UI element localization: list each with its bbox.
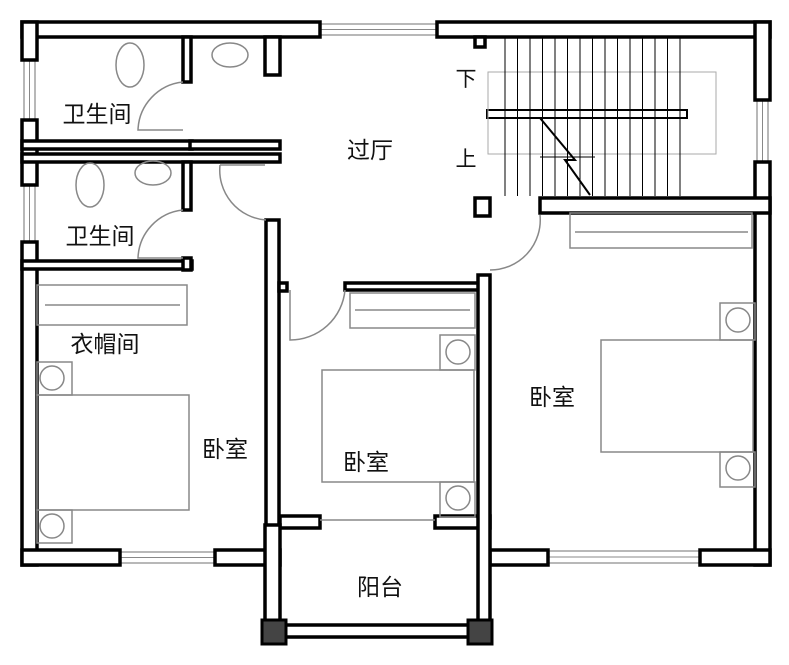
room-label-balcony: 阳台 — [357, 575, 403, 601]
bed-left — [36, 394, 190, 511]
room-label-closet: 衣帽间 — [70, 332, 140, 358]
stair-up-label: 上 — [455, 147, 477, 171]
staircase — [486, 37, 717, 196]
furniture — [36, 42, 756, 544]
bed-right — [600, 339, 754, 453]
room-label-bathroom-bottom: 卫生间 — [65, 224, 135, 250]
room-label-bedroom-right: 卧室 — [529, 385, 575, 411]
room-label-bedroom-middle: 卧室 — [343, 450, 389, 476]
room-label-bathroom-top: 卫生间 — [62, 102, 132, 128]
walls — [20, 20, 772, 646]
doors — [137, 81, 541, 521]
stair-down-label: 下 — [455, 67, 477, 91]
toilet-top — [115, 42, 145, 88]
bed-middle — [321, 369, 475, 483]
column — [466, 618, 494, 646]
room-label-hall: 过厅 — [347, 138, 393, 164]
toilet-bottom — [75, 162, 105, 208]
column — [260, 618, 288, 646]
sink-bottom — [134, 160, 172, 186]
room-label-bedroom-left: 卧室 — [202, 437, 248, 463]
sink-top — [211, 42, 249, 68]
closet-wardrobe — [36, 284, 188, 326]
